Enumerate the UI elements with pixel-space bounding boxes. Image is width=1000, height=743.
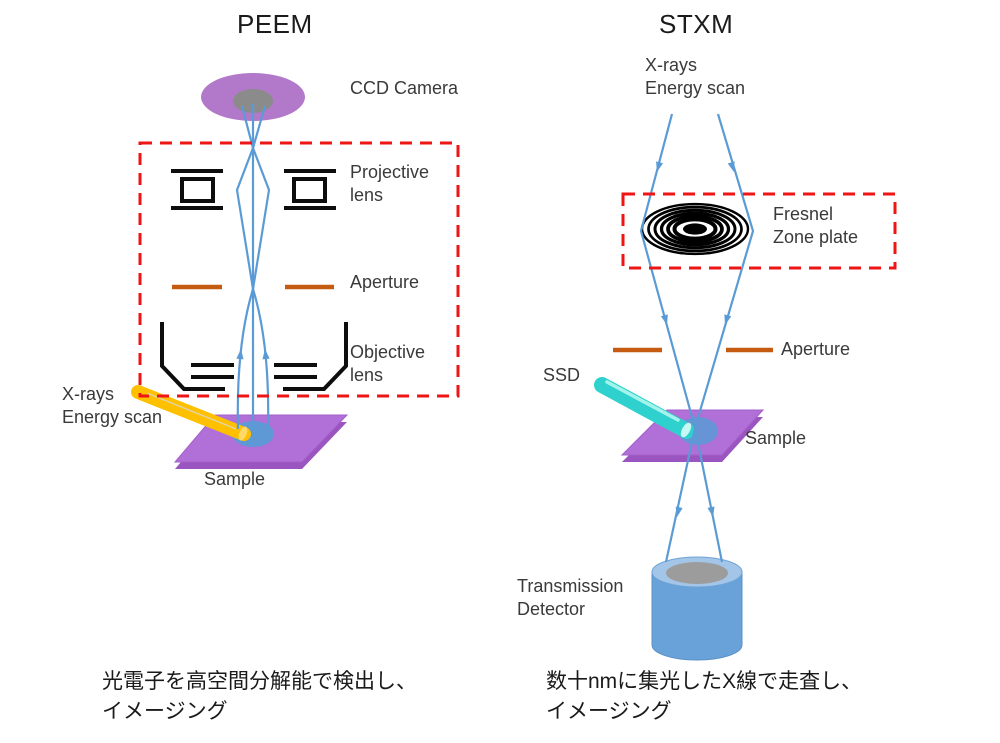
stxm-caption: 数十nmに集光したX線で走査し、 イメージング — [546, 670, 863, 724]
stxm-sample-label: Sample — [745, 428, 807, 448]
objective-lens-label: Objective lens — [350, 342, 426, 385]
projective-lens-icon — [171, 169, 336, 210]
stxm-beam-arrows — [656, 161, 735, 517]
peem-caption: 光電子を高空間分解能で検出し、 イメージング — [102, 670, 417, 724]
peem-dashed-highlight-box — [138, 141, 460, 398]
fresnel-zone-plate-label: Fresnel Zone plate — [773, 204, 859, 247]
peem-title: PEEM — [237, 9, 313, 39]
stxm-xray-beam-lines — [639, 113, 755, 563]
ssd-detector-icon — [594, 377, 695, 439]
ccd-camera-label: CCD Camera — [350, 78, 459, 98]
objective-lens-icon — [160, 322, 348, 391]
peem-sample-label: Sample — [204, 469, 266, 489]
transmission-detector-icon — [651, 556, 743, 661]
transmission-detector-label: Transmission Detector — [517, 576, 624, 619]
peem-xray-beam-icon — [131, 385, 251, 441]
peem-aperture-label: Aperture — [350, 272, 420, 292]
stxm-aperture-label: Aperture — [781, 339, 851, 359]
stxm-dashed-highlight-box — [621, 192, 897, 270]
ssd-label: SSD — [543, 365, 581, 385]
peem-electron-beam-icon — [235, 104, 271, 430]
peem-beam-arrows — [236, 349, 270, 360]
stxm-xray-label: X-rays Energy scan — [645, 55, 746, 98]
peem-xray-label: X-rays Energy scan — [62, 384, 163, 427]
projective-lens-label: Projective lens — [350, 162, 430, 205]
stxm-title: STXM — [659, 9, 734, 39]
fresnel-zone-plate-icon — [639, 202, 751, 256]
